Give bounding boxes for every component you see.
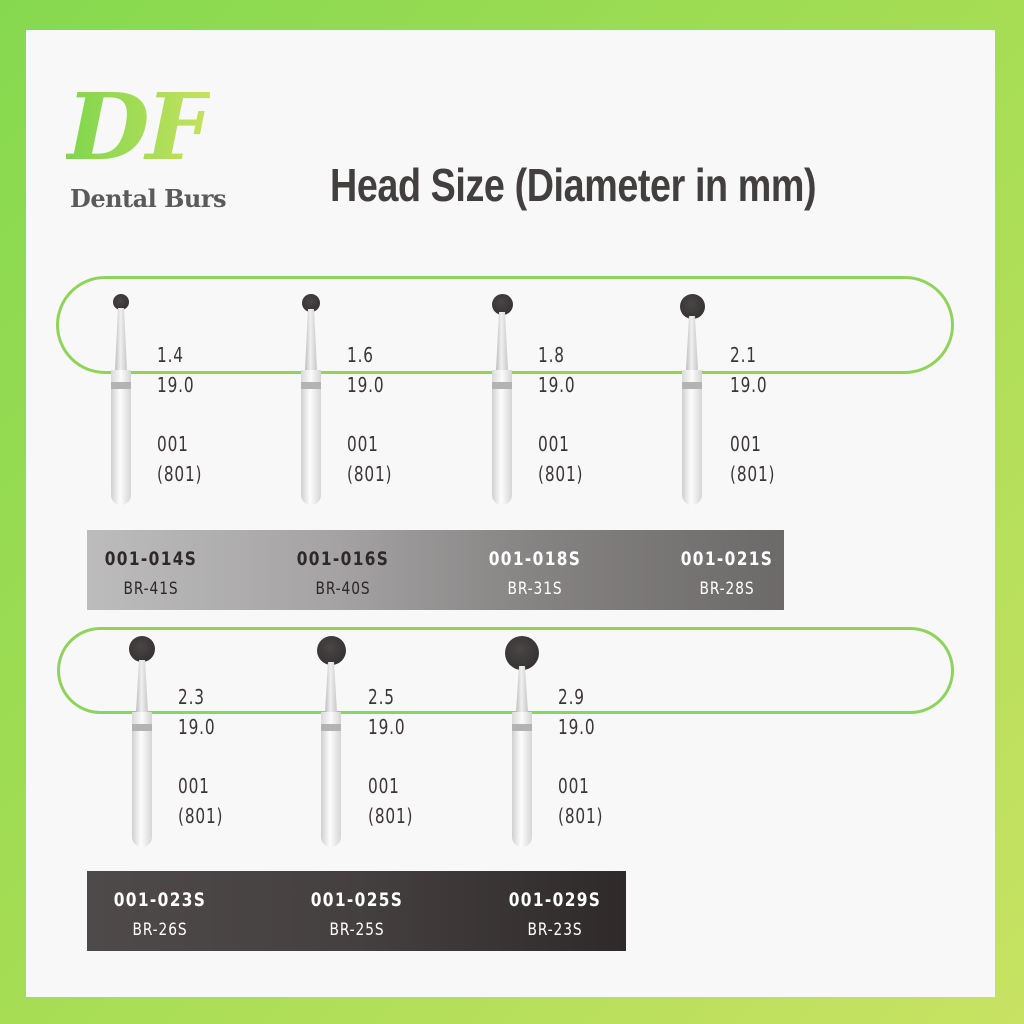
head-diameter: 2.9 [558, 685, 585, 709]
length: 19.0 [347, 373, 385, 397]
length: 19.0 [558, 715, 596, 739]
bur-spec: 2.1 19.0 001 (801) [730, 340, 775, 489]
shape-code: 001 [558, 774, 590, 798]
length: 19.0 [178, 715, 216, 739]
code-bar-row-1 [87, 530, 784, 610]
head-diameter: 2.5 [368, 685, 395, 709]
product-code: 001-021S [680, 548, 774, 570]
bur-head-icon [492, 294, 513, 315]
product-code-cell: 001-023S BR-26S [70, 886, 250, 944]
ref-code: BR-28S [699, 579, 755, 599]
product-code-cell: 001-018S BR-31S [445, 545, 625, 603]
product-code: 001-029S [508, 889, 602, 911]
head-diameter: 1.6 [347, 343, 374, 367]
bur-head-icon [680, 294, 705, 319]
iso-code: (801) [558, 804, 604, 828]
ref-code: BR-41S [123, 579, 179, 599]
product-code-cell: 001-025S BR-25S [267, 886, 447, 944]
bur-head-icon [113, 294, 129, 310]
bur-head-icon [129, 636, 155, 662]
bur-head-icon [302, 294, 320, 312]
length: 19.0 [157, 373, 195, 397]
bur-spec: 2.5 19.0 001 (801) [368, 682, 413, 831]
ref-code: BR-26S [132, 920, 188, 940]
row-2-outline [57, 627, 954, 714]
bur-spec: 2.3 19.0 001 (801) [178, 682, 223, 831]
ref-code: BR-23S [527, 920, 583, 940]
product-code-cell: 001-014S BR-41S [61, 545, 241, 603]
product-code-cell: 001-021S BR-28S [637, 545, 817, 603]
ref-code: BR-40S [315, 579, 371, 599]
product-code: 001-014S [104, 548, 198, 570]
iso-code: (801) [538, 462, 584, 486]
shape-code: 001 [538, 432, 570, 456]
length: 19.0 [538, 373, 576, 397]
product-code: 001-018S [488, 548, 582, 570]
code-bar-row-2 [87, 871, 626, 951]
bur-spec: 1.4 19.0 001 (801) [157, 340, 202, 489]
bur-spec: 1.8 19.0 001 (801) [538, 340, 583, 489]
bur-head-icon [505, 636, 539, 670]
page-title: Head Size (Diameter in mm) [330, 159, 817, 211]
head-diameter: 2.3 [178, 685, 205, 709]
product-code: 001-023S [113, 889, 207, 911]
iso-code: (801) [368, 804, 414, 828]
iso-code: (801) [347, 462, 393, 486]
ref-code: BR-25S [329, 920, 385, 940]
bur-head-icon [317, 636, 346, 665]
product-code: 001-025S [310, 889, 404, 911]
bur-spec: 1.6 19.0 001 (801) [347, 340, 392, 489]
bur-spec: 2.9 19.0 001 (801) [558, 682, 603, 831]
content-panel [26, 30, 995, 997]
shape-code: 001 [368, 774, 400, 798]
product-code: 001-016S [296, 548, 390, 570]
iso-code: (801) [178, 804, 224, 828]
length: 19.0 [730, 373, 768, 397]
logo-mark: DF [66, 73, 214, 181]
shape-code: 001 [157, 432, 189, 456]
shape-code: 001 [730, 432, 762, 456]
iso-code: (801) [157, 462, 203, 486]
iso-code: (801) [730, 462, 776, 486]
head-diameter: 1.8 [538, 343, 565, 367]
head-diameter: 1.4 [157, 343, 184, 367]
logo-subtitle: Dental Burs [70, 184, 227, 213]
ref-code: BR-31S [507, 579, 563, 599]
head-diameter: 2.1 [730, 343, 757, 367]
product-code-cell: 001-016S BR-40S [253, 545, 433, 603]
shape-code: 001 [347, 432, 379, 456]
product-code-cell: 001-029S BR-23S [465, 886, 645, 944]
shape-code: 001 [178, 774, 210, 798]
length: 19.0 [368, 715, 406, 739]
